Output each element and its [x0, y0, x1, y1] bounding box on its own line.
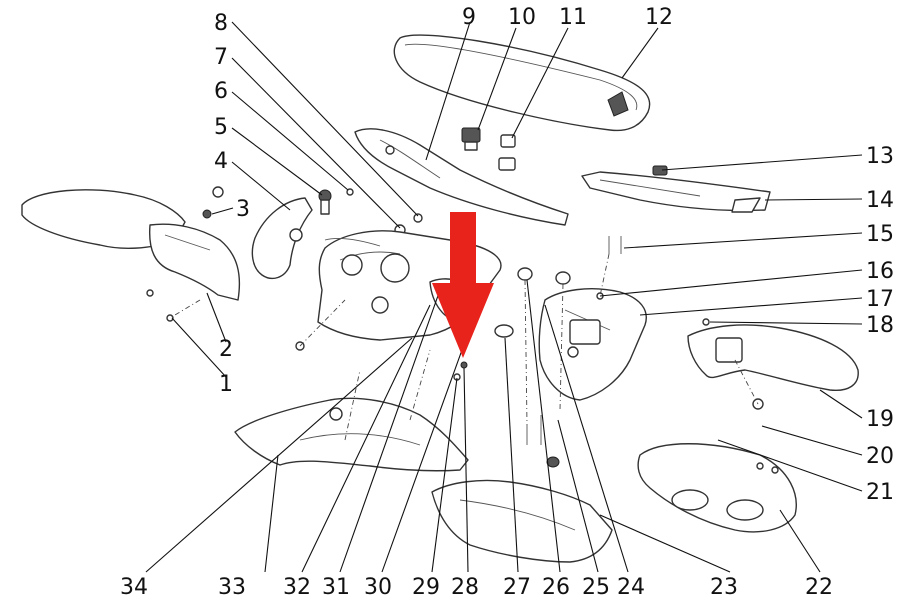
- callout-29: 29: [412, 575, 440, 600]
- callout-12: 12: [645, 5, 673, 30]
- leader-lines: [145, 21, 863, 573]
- callout-5: 5: [214, 115, 228, 140]
- callout-1: 1: [219, 372, 233, 397]
- callout-34: 34: [120, 575, 148, 600]
- red-arrow-icon: [432, 212, 494, 358]
- callout-16: 16: [866, 259, 894, 284]
- callout-30: 30: [364, 575, 392, 600]
- part-rear-fender: [687, 318, 859, 410]
- part-chain-guard: [431, 479, 613, 563]
- callout-8: 8: [214, 11, 228, 36]
- callout-2: 2: [219, 337, 233, 362]
- callout-20: 20: [866, 444, 894, 469]
- callout-28: 28: [451, 575, 479, 600]
- callout-11: 11: [559, 5, 587, 30]
- callout-18: 18: [866, 313, 894, 338]
- callout-3: 3: [236, 197, 250, 222]
- part-side-panel: [234, 397, 469, 472]
- callout-32: 32: [283, 575, 311, 600]
- callout-33: 33: [218, 575, 246, 600]
- callout-25: 25: [582, 575, 610, 600]
- callout-23: 23: [710, 575, 738, 600]
- callout-21: 21: [866, 480, 894, 505]
- callout-6: 6: [214, 79, 228, 104]
- callout-14: 14: [866, 188, 894, 213]
- part-seat: [393, 34, 651, 132]
- part-tail-unit: [637, 443, 797, 533]
- callout-4: 4: [214, 149, 228, 174]
- part-front-fender: [21, 186, 241, 322]
- callout-10: 10: [508, 5, 536, 30]
- callout-7: 7: [214, 45, 228, 70]
- part-side-rail: [581, 165, 771, 213]
- callout-17: 17: [866, 287, 894, 312]
- part-tank-cover: [354, 128, 569, 226]
- callout-22: 22: [805, 575, 833, 600]
- callout-13: 13: [866, 144, 894, 169]
- part-tail-bracket: [538, 288, 647, 401]
- callout-labels: 1 2 3 4 5 6 7 8 9 10 11 12 13 14 15 16 1…: [120, 5, 894, 600]
- callout-31: 31: [322, 575, 350, 600]
- callout-27: 27: [503, 575, 531, 600]
- assembly-lines: [169, 253, 759, 441]
- callout-24: 24: [617, 575, 645, 600]
- part-hardware-5-8: [318, 188, 423, 236]
- callout-19: 19: [866, 407, 894, 432]
- callout-26: 26: [542, 575, 570, 600]
- part-clip-10: [461, 127, 481, 151]
- callout-9: 9: [462, 5, 476, 30]
- part-number-plate: [251, 197, 313, 280]
- highlight-arrow: [432, 212, 494, 358]
- callout-15: 15: [866, 222, 894, 247]
- part-clip-11: [498, 134, 516, 171]
